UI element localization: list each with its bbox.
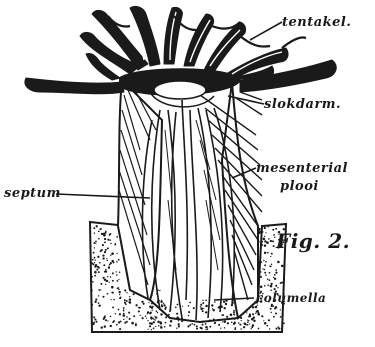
label-slokdarm: slokdarm. <box>264 97 341 112</box>
label-septum: septum <box>4 186 61 201</box>
label-tentakel: tentakel. <box>282 15 351 30</box>
label-columella: columella <box>256 291 326 305</box>
body-column <box>118 80 262 320</box>
label-mesenterial: mesenterial <box>256 161 348 176</box>
figure-caption: Fig. 2. <box>275 229 350 253</box>
label-plooi: plooi <box>280 179 319 194</box>
